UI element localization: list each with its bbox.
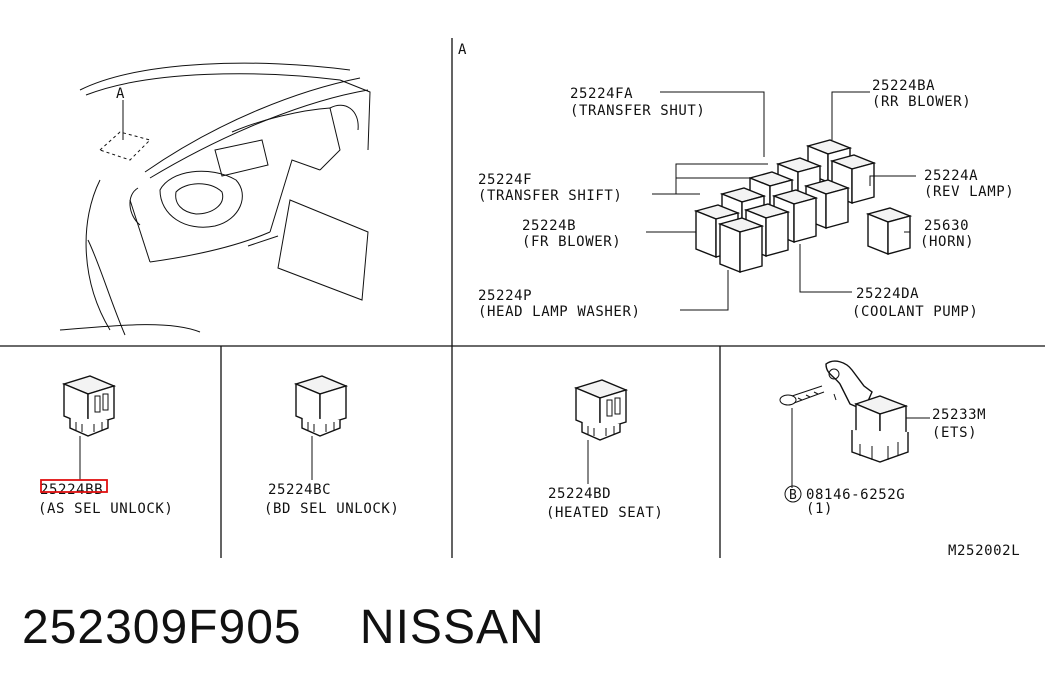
callout-heated-seat: 25224BD (HEATED SEAT) bbox=[546, 486, 663, 521]
b-marker-circle bbox=[784, 485, 802, 503]
footer-brand: NISSAN bbox=[359, 601, 545, 654]
callout-fr-blower: 25224B (FR BLOWER) bbox=[522, 218, 621, 250]
svg-text:(TRANSFER SHIFT): (TRANSFER SHIFT) bbox=[478, 188, 622, 204]
relay-heated-seat bbox=[573, 379, 629, 441]
callout-bd-sel-unlock: 25224BC (BD SEL UNLOCK) bbox=[264, 482, 399, 517]
callout-transfer-shift: 25224F (TRANSFER SHIFT) bbox=[478, 172, 622, 204]
svg-text:25224BA: 25224BA bbox=[872, 78, 935, 94]
svg-text:25630: 25630 bbox=[924, 218, 969, 234]
svg-text:(HORN): (HORN) bbox=[920, 234, 974, 250]
svg-text:25224FA: 25224FA bbox=[570, 86, 633, 102]
callout-rr-blower: 25224BA (RR BLOWER) bbox=[872, 78, 971, 110]
footer-part-number: 252309F905 bbox=[22, 601, 302, 654]
svg-text:(FR BLOWER): (FR BLOWER) bbox=[522, 234, 621, 250]
svg-text:25224BD: 25224BD bbox=[548, 486, 611, 502]
ets-unit bbox=[825, 360, 909, 463]
svg-text:(TRANSFER SHUT): (TRANSFER SHUT) bbox=[570, 103, 705, 119]
callout-transfer-shut: 25224FA (TRANSFER SHUT) bbox=[570, 86, 705, 119]
svg-text:(AS SEL UNLOCK): (AS SEL UNLOCK) bbox=[38, 501, 173, 517]
callout-coolant-pump: 25224DA (COOLANT PUMP) bbox=[852, 286, 978, 320]
svg-text:25224F: 25224F bbox=[478, 172, 532, 188]
svg-text:08146-6252G: 08146-6252G bbox=[806, 487, 905, 503]
svg-text:25224DA: 25224DA bbox=[856, 286, 919, 302]
callout-rev-lamp: 25224A (REV LAMP) bbox=[924, 168, 1014, 200]
view-a-marker: A bbox=[458, 42, 467, 58]
svg-text:25224P: 25224P bbox=[478, 288, 532, 304]
svg-text:25224BB: 25224BB bbox=[40, 482, 103, 498]
dashboard-illustration bbox=[59, 62, 371, 336]
svg-text:25224BC: 25224BC bbox=[268, 482, 331, 498]
callout-as-sel-unlock: 25224BB (AS SEL UNLOCK) bbox=[38, 479, 173, 517]
highlight-box bbox=[40, 479, 108, 493]
svg-text:25224A: 25224A bbox=[924, 168, 978, 184]
svg-text:(HEATED SEAT): (HEATED SEAT) bbox=[546, 505, 663, 521]
view-a-marker-left: A bbox=[116, 86, 125, 102]
leader-lines-top bbox=[646, 91, 916, 311]
svg-text:(HEAD LAMP WASHER): (HEAD LAMP WASHER) bbox=[478, 304, 641, 320]
svg-text:(1): (1) bbox=[806, 501, 833, 517]
svg-text:(REV LAMP): (REV LAMP) bbox=[924, 184, 1014, 200]
relay-as-sel-unlock bbox=[61, 375, 117, 437]
callout-bolt: B 08146-6252G (1) bbox=[784, 485, 905, 517]
callout-head-lamp-washer: 25224P (HEAD LAMP WASHER) bbox=[478, 288, 641, 320]
svg-text:25224B: 25224B bbox=[522, 218, 576, 234]
svg-text:(COOLANT PUMP): (COOLANT PUMP) bbox=[852, 304, 978, 320]
callout-ets: 25233M (ETS) bbox=[932, 407, 986, 441]
b-marker: B bbox=[789, 488, 797, 503]
svg-text:(RR BLOWER): (RR BLOWER) bbox=[872, 94, 971, 110]
relay-bd-sel-unlock bbox=[293, 375, 349, 437]
callout-horn: 25630 (HORN) bbox=[920, 218, 974, 250]
bolt-icon bbox=[779, 385, 837, 406]
footer-caption: 252309F905 NISSAN bbox=[22, 600, 545, 655]
panel-dividers bbox=[0, 38, 1045, 558]
svg-text:25233M: 25233M bbox=[932, 407, 986, 423]
svg-text:(BD SEL UNLOCK): (BD SEL UNLOCK) bbox=[264, 501, 399, 517]
diagram-code: M252002L bbox=[948, 543, 1020, 559]
svg-text:(ETS): (ETS) bbox=[932, 425, 977, 441]
relay-cluster bbox=[693, 139, 913, 274]
